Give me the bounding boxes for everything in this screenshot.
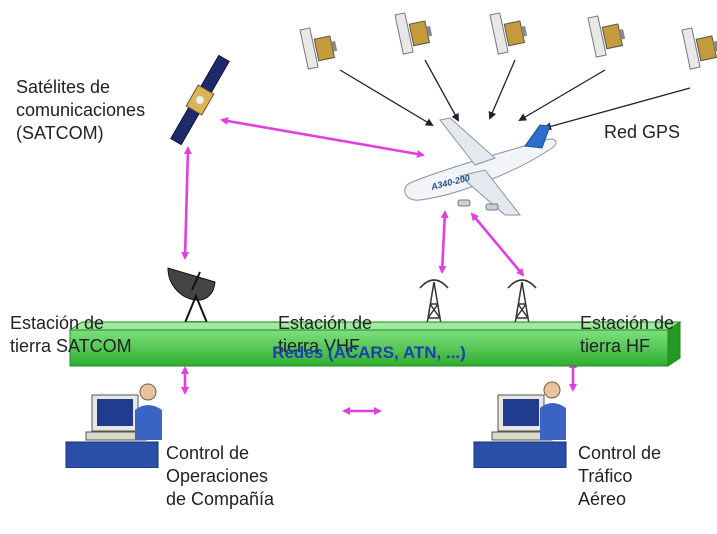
computer-workstation-icon xyxy=(473,381,567,468)
radio-tower-icon xyxy=(419,279,449,331)
gps-satellite-icon xyxy=(587,15,626,58)
gps-arrows xyxy=(339,59,691,131)
networks-label: Redes (ACARS, ATN, ...) xyxy=(272,343,466,362)
gps-satellite-icon xyxy=(681,27,717,70)
data-links xyxy=(181,117,577,415)
gps-satellite-icon xyxy=(394,12,433,55)
computer-workstation-icon xyxy=(65,383,162,468)
network-bar xyxy=(68,321,682,367)
radio-tower-icon xyxy=(507,279,537,331)
aircraft-icon: A340-200 xyxy=(404,117,557,216)
satellite-icon xyxy=(170,54,230,146)
network-diagram: A340-200 xyxy=(65,12,717,468)
gps-satellite-icon xyxy=(489,12,528,55)
gps-satellite-icon xyxy=(299,27,338,70)
dish-antenna-icon xyxy=(167,267,216,331)
gps-label: Red GPS xyxy=(604,122,681,142)
